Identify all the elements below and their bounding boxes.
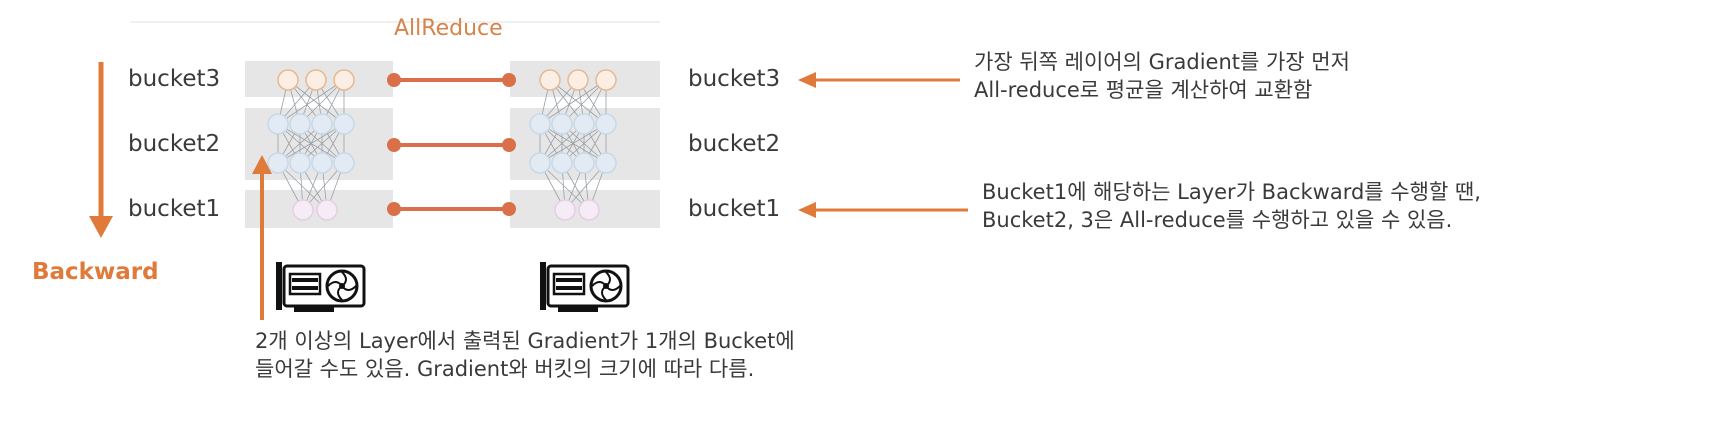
neural-network-right	[539, 79, 607, 211]
allreduce-link-bucket1	[387, 202, 516, 216]
note-middle: Bucket1에 해당하는 Layer가 Backward를 수행할 땐, Bu…	[982, 178, 1481, 234]
gradient-bucket-arrow	[252, 155, 272, 320]
note-bottom: 2개 이상의 Layer에서 출력된 Gradient가 1개의 Bucket에…	[255, 327, 795, 383]
note-top-line2: All-reduce로 평균을 계산하여 교환함	[974, 78, 1313, 102]
note-top: 가장 뒤쪽 레이어의 Gradient를 가장 먼저 All-reduce로 평…	[974, 48, 1350, 104]
nodes-right	[529, 69, 617, 221]
allreduce-link-bucket3	[387, 73, 516, 87]
allreduce-title: AllReduce	[394, 16, 503, 41]
backward-label: Backward	[32, 259, 159, 285]
right-bucket2-label: bucket2	[688, 131, 781, 157]
note-middle-line1: Bucket1에 해당하는 Layer가 Backward를 수행할 땐,	[982, 180, 1481, 204]
note-bottom-line1: 2개 이상의 Layer에서 출력된 Gradient가 1개의 Bucket에	[255, 329, 795, 353]
left-bucket3-label: bucket3	[128, 66, 221, 92]
nodes-left	[267, 69, 355, 221]
note-arrow-middle	[798, 202, 968, 218]
gpu-icon	[276, 262, 366, 312]
note-middle-line2: Bucket2, 3은 All-reduce를 수행하고 있을 수 있음.	[982, 208, 1453, 232]
note-top-line1: 가장 뒤쪽 레이어의 Gradient를 가장 먼저	[974, 50, 1350, 74]
left-bucket1-label: bucket1	[128, 196, 221, 222]
left-bucket2-label: bucket2	[128, 131, 221, 157]
note-arrow-top	[798, 72, 960, 88]
neural-network-left	[277, 79, 345, 211]
gpu-icon	[540, 262, 630, 312]
backward-arrow	[89, 62, 113, 238]
right-bucket1-label: bucket1	[688, 196, 781, 222]
allreduce-link-bucket2	[387, 138, 516, 152]
note-bottom-line2: 들어갈 수도 있음. Gradient와 버킷의 크기에 따라 다름.	[255, 357, 755, 381]
right-bucket3-label: bucket3	[688, 66, 781, 92]
